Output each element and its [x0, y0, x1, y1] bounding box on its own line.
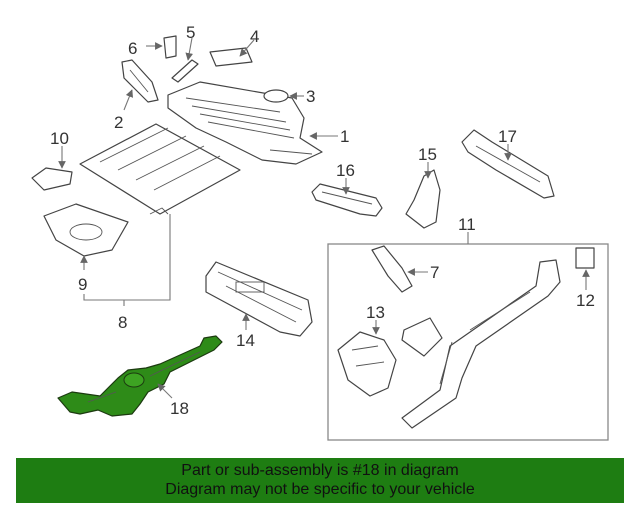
callout-7: 7 [430, 263, 439, 282]
part-13-housing [337, 331, 397, 397]
callout-1: 1 [340, 127, 349, 146]
part-4-panel [209, 47, 253, 67]
part-8-floor-frame [79, 123, 241, 215]
part-17-side-rail [461, 129, 555, 199]
part-2-bracket [121, 59, 159, 103]
part-10-bracket [31, 167, 73, 191]
part-5-strip [171, 59, 199, 83]
info-banner: Part or sub-assembly is #18 in diagram D… [16, 458, 624, 503]
part-1-rear-floor-pan [167, 81, 323, 165]
part-3-plug [263, 89, 289, 103]
callout-18: 18 [170, 399, 189, 418]
part-11-rear-side-member [401, 259, 561, 429]
callout-3: 3 [306, 87, 315, 106]
parts-diagram: 1 2 3 4 5 6 10 9 8 16 [31, 23, 609, 441]
part-18-spare-wheel-carrier [57, 335, 223, 417]
part-16-rail [311, 183, 383, 217]
part-6-clip [163, 35, 177, 59]
callout-9: 9 [78, 275, 87, 294]
callout-13: 13 [366, 303, 385, 322]
part-9-wheel-well [43, 203, 129, 257]
part-7-bracket [371, 245, 413, 293]
callout-12: 12 [576, 291, 595, 310]
callout-8: 8 [118, 313, 127, 332]
callout-5: 5 [186, 23, 195, 42]
part-12-plate [575, 247, 595, 269]
callout-17: 17 [498, 127, 517, 146]
callout-2: 2 [114, 113, 123, 132]
callout-6: 6 [128, 39, 137, 58]
callout-15: 15 [418, 145, 437, 164]
part-15-gusset [405, 169, 441, 229]
banner-line-1: Part or sub-assembly is #18 in diagram [181, 462, 459, 479]
part-18-hub [123, 372, 145, 388]
callout-14: 14 [236, 331, 255, 350]
part-14-cross-member [205, 261, 313, 337]
callout-4: 4 [250, 27, 259, 46]
callout-11: 11 [458, 215, 476, 234]
callout-16: 16 [336, 161, 355, 180]
banner-line-2: Diagram may not be specific to your vehi… [165, 481, 475, 498]
callout-10: 10 [50, 129, 69, 148]
